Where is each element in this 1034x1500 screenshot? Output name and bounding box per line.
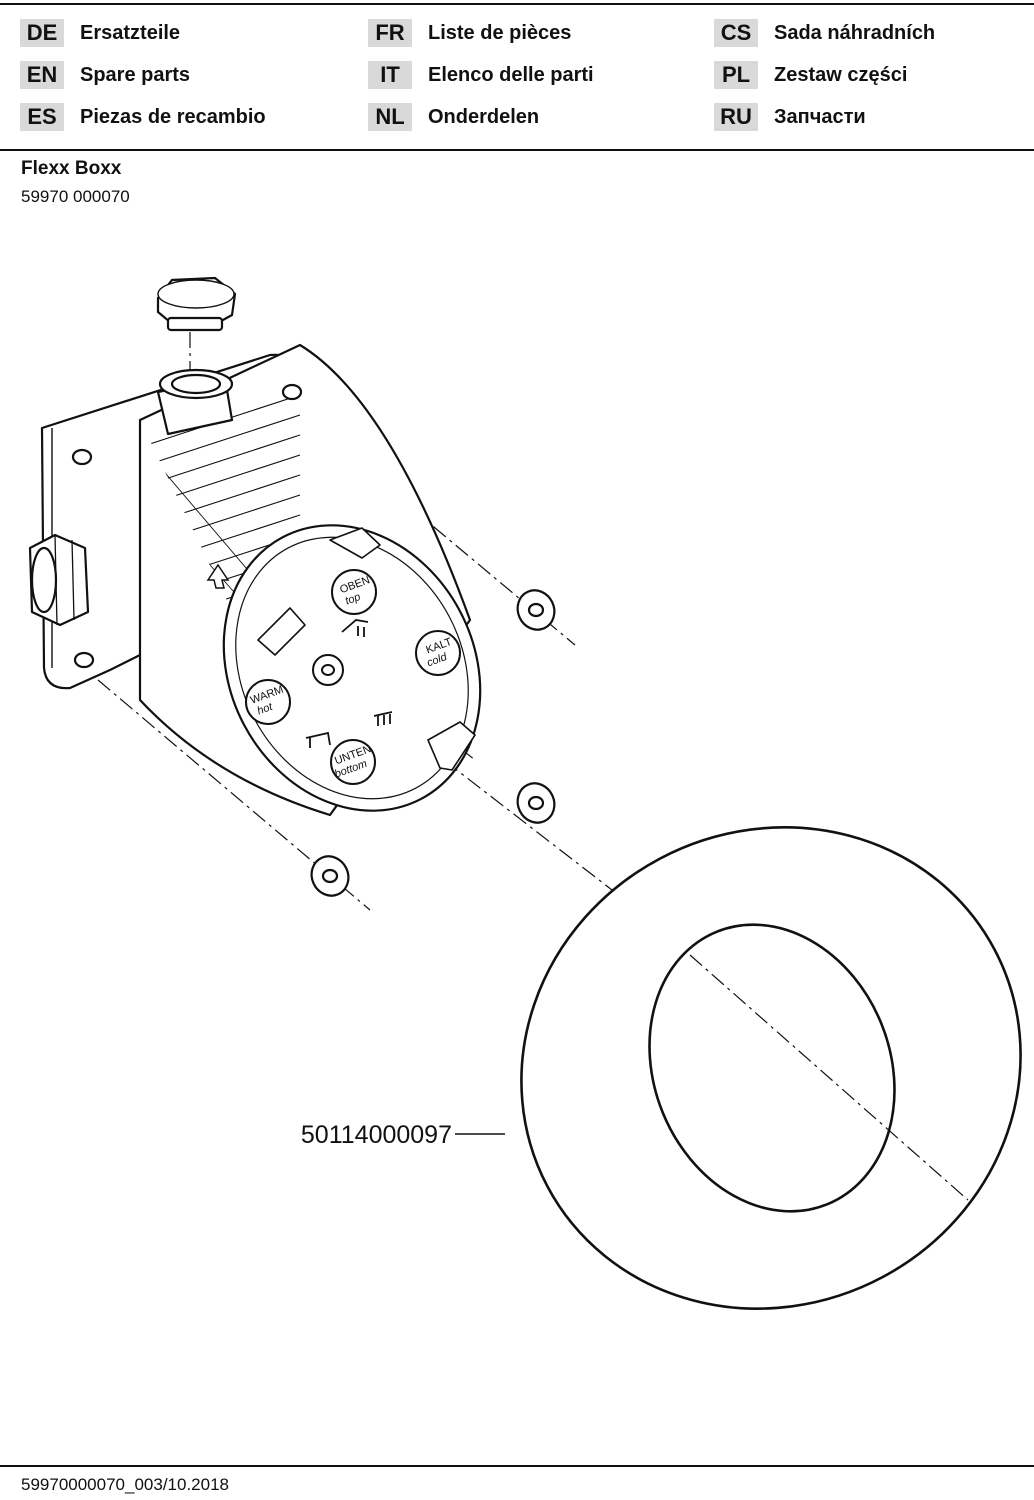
lang-code: PL xyxy=(714,61,758,89)
lang-code: DE xyxy=(20,19,64,47)
lang-ru: RU Запчасти xyxy=(714,102,866,132)
language-header: DE Ersatzteile EN Spare parts ES Piezas … xyxy=(20,16,1020,136)
front-cap xyxy=(222,524,482,812)
product-number: 59970 000070 xyxy=(21,187,130,206)
washers xyxy=(310,589,556,897)
washer xyxy=(516,782,556,824)
header-rule xyxy=(0,149,1034,151)
lang-label: Spare parts xyxy=(80,63,191,86)
marking-bottom xyxy=(330,739,376,785)
outlet-symbols xyxy=(305,619,393,748)
lang-label: Ersatzteile xyxy=(80,21,181,44)
side-connection-nut xyxy=(28,533,90,627)
footer-rule xyxy=(0,1465,1034,1467)
lang-es: ES Piezas de recambio xyxy=(20,102,266,132)
lang-code: NL xyxy=(368,103,412,131)
part-number-label: 50114000097 xyxy=(301,1121,452,1149)
rosette-cover-plate xyxy=(520,826,1022,1310)
lang-label: Onderdelen xyxy=(428,105,540,128)
mounting-body xyxy=(28,343,482,817)
marking-warm-en: hot xyxy=(256,701,275,718)
lang-cs: CS Sada náhradních xyxy=(714,18,935,48)
lang-code: IT xyxy=(368,61,412,89)
marking-cold xyxy=(415,630,461,676)
lang-code: RU xyxy=(714,103,758,131)
lang-pl: PL Zestaw części xyxy=(714,60,907,90)
port-markings xyxy=(245,569,461,785)
lang-en: EN Spare parts xyxy=(20,60,190,90)
rosette-outer-edge xyxy=(520,826,1022,1310)
lang-label: Piezas de recambio xyxy=(80,105,266,128)
flange-holes xyxy=(71,383,303,669)
marking-warm xyxy=(245,679,291,725)
lang-fr: FR Liste de pièces xyxy=(368,18,571,48)
lang-code: CS xyxy=(714,19,758,47)
lang-label: Sada náhradních xyxy=(774,21,936,44)
lang-label: Запчасти xyxy=(774,105,866,128)
lang-label: Liste de pièces xyxy=(428,21,572,44)
lang-nl: NL Onderdelen xyxy=(368,102,539,132)
washer xyxy=(516,589,556,631)
lang-label: Elenco delle parti xyxy=(428,63,594,86)
marking-top-en: top xyxy=(344,591,362,608)
lang-code: ES xyxy=(20,103,64,131)
washer xyxy=(310,855,350,897)
arrow-marker xyxy=(206,563,230,589)
document-id: 59970000070_003/10.2018 xyxy=(21,1475,229,1494)
top-rule xyxy=(0,3,1034,5)
plug-screw xyxy=(156,276,237,332)
product-name: Flexx Boxx xyxy=(21,158,122,179)
lang-it: IT Elenco delle parti xyxy=(368,60,594,90)
lang-code: EN xyxy=(20,61,64,89)
lang-de: DE Ersatzteile xyxy=(20,18,180,48)
lang-code: FR xyxy=(368,19,412,47)
top-port xyxy=(156,368,234,436)
lang-label: Zestaw części xyxy=(774,63,908,86)
marking-top xyxy=(331,569,377,615)
rosette-inner-opening xyxy=(648,923,896,1213)
